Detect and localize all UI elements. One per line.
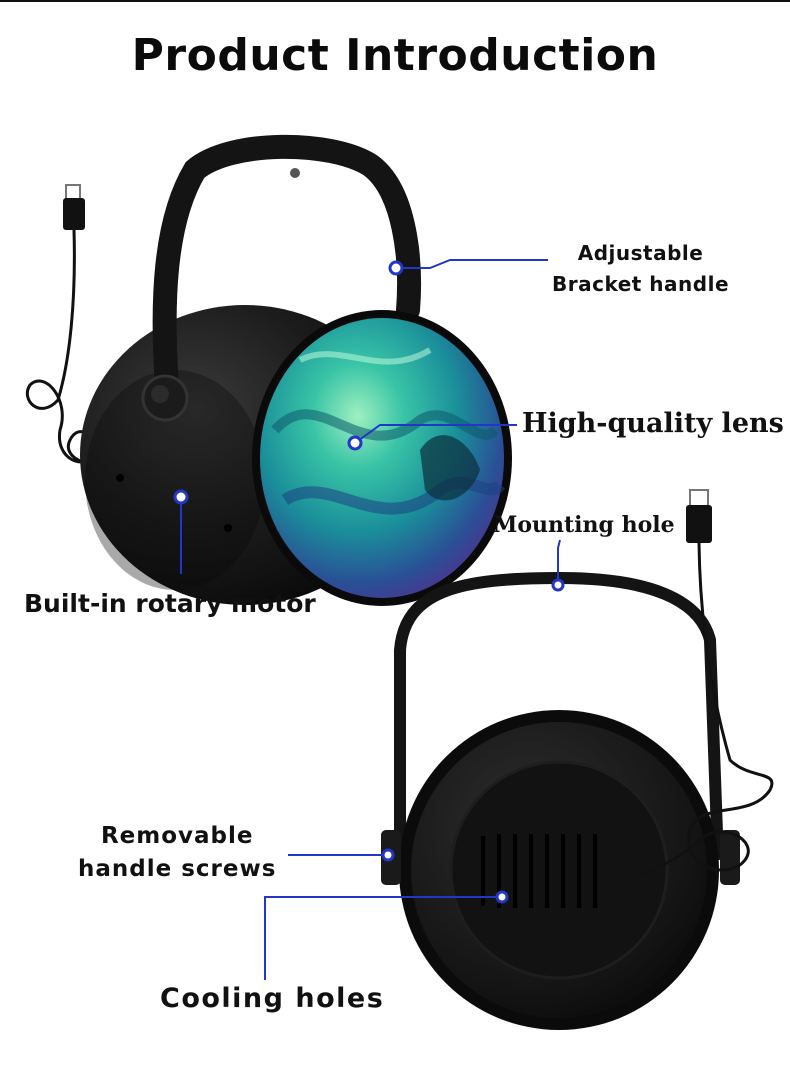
- bracket-handle-label: Adjustable Bracket handle: [552, 238, 729, 300]
- cooling-callout-line: [264, 896, 500, 980]
- screws-marker: [381, 848, 395, 862]
- usb-cable-bottom: [639, 489, 774, 877]
- rear-bracket-handle: [394, 572, 724, 861]
- callout-markers: [173, 260, 565, 904]
- callout-lines: [180, 259, 561, 980]
- top-device-view: [25, 134, 512, 606]
- lens-callout-line: [354, 424, 517, 444]
- rotary-motor-label: Built-in rotary motor: [24, 589, 316, 618]
- handle-screws-label: Removable handle screws: [78, 820, 276, 886]
- cooling-holes-label: Cooling holes: [160, 983, 385, 1014]
- top-rule: [0, 0, 790, 2]
- lens: [252, 310, 512, 606]
- screws-label-line2: handle screws: [78, 856, 277, 882]
- bracket-label-line1: Adjustable: [577, 241, 704, 265]
- mounting-hole-label: Mounting hole: [493, 512, 675, 538]
- lens-marker: [347, 435, 363, 451]
- bracket-label-line2: Bracket handle: [552, 272, 730, 296]
- mounting-callout-line: [557, 539, 561, 585]
- cooling-marker: [495, 890, 509, 904]
- bracket-marker: [388, 260, 404, 276]
- bracket-callout-line: [396, 259, 548, 269]
- bottom-device-view: [381, 489, 774, 1030]
- usb-cable-top: [25, 184, 104, 466]
- bracket-hole: [290, 168, 300, 178]
- screws-label-line1: Removable: [100, 823, 254, 849]
- knob: [141, 374, 189, 422]
- cooling-hole-grid: [481, 834, 597, 908]
- motor-marker: [173, 489, 189, 505]
- lens-label: High-quality lens: [522, 408, 784, 439]
- right-screw: [720, 830, 740, 885]
- bracket-handle: [152, 134, 422, 412]
- page-title: Product Introduction: [131, 30, 659, 81]
- mounting-marker: [551, 578, 565, 592]
